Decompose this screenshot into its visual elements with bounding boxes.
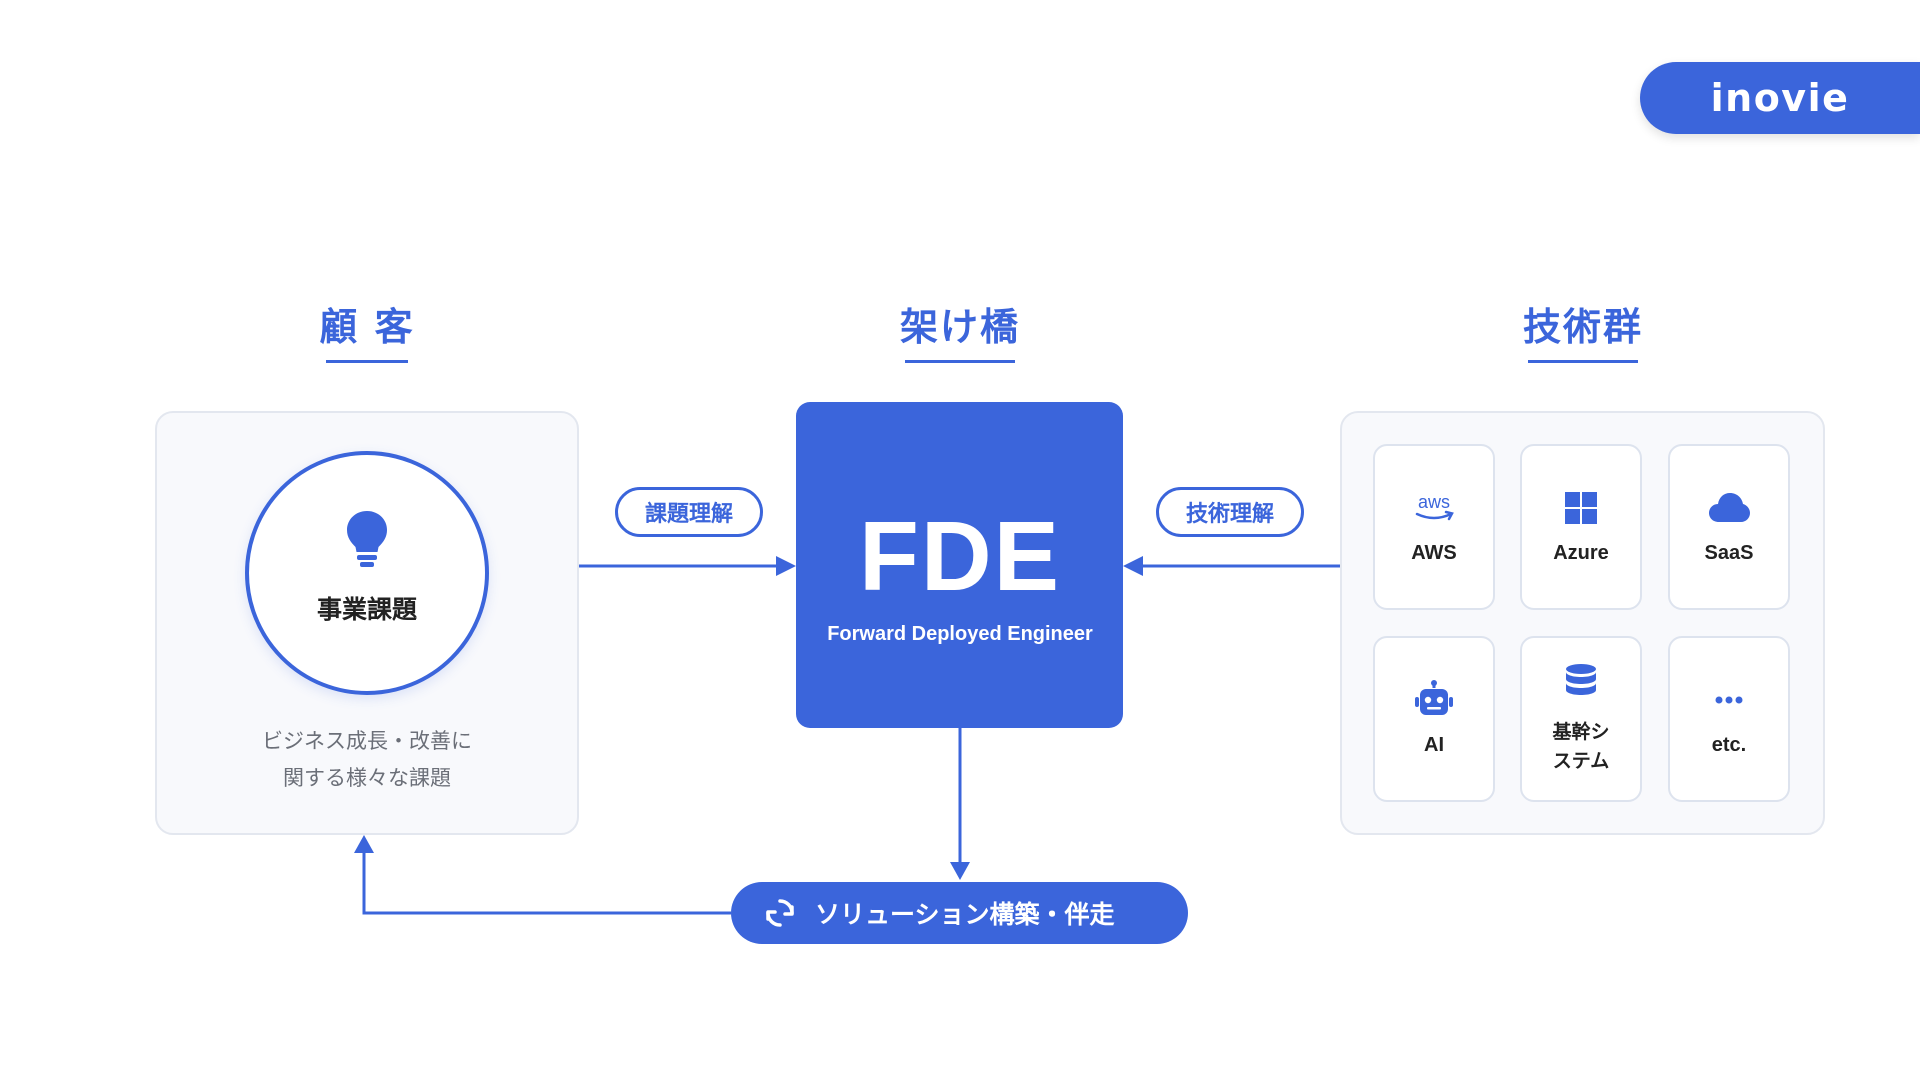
description-line-2: 関する様々な課題 xyxy=(283,766,451,790)
windows-icon xyxy=(1565,492,1597,524)
problem-understanding-pill: 課題理解 xyxy=(615,487,763,537)
ellipsis-icon xyxy=(1715,696,1743,704)
aws-icon: aws xyxy=(1415,492,1454,521)
tech-tile-label: AWS xyxy=(1411,542,1457,564)
tech-understanding-pill: 技術理解 xyxy=(1156,487,1304,537)
tech-tile-label-line-2: ステム xyxy=(1552,750,1610,772)
fde-title: FDE xyxy=(859,501,1061,611)
tech-tile-etc: etc. xyxy=(1668,636,1790,802)
customer-heading: 顧 客 xyxy=(319,305,415,349)
bridge-heading: 架け橋 xyxy=(899,305,1021,349)
inovie-logo: inovie xyxy=(1640,62,1920,134)
tech-tile-label: 基幹シ ステム xyxy=(1522,718,1640,776)
lightbulb-icon xyxy=(347,511,387,567)
tech-tile-label-line-1: 基幹シ xyxy=(1552,721,1610,743)
customer-heading-underline xyxy=(326,360,408,363)
tech-tile-label: etc. xyxy=(1711,734,1747,756)
business-issue-description: ビジネス成長・改善に 関する様々な課題 xyxy=(262,723,472,797)
tech-tile-azure: Azure xyxy=(1520,444,1642,610)
description-line-1: ビジネス成長・改善に xyxy=(262,729,472,753)
tech-tile-label: SaaS xyxy=(1704,542,1754,564)
svg-text:aws: aws xyxy=(1418,492,1450,512)
fde-box xyxy=(796,402,1123,728)
arrow-solution-to-customer xyxy=(362,848,731,915)
tech-tile-ai: AI xyxy=(1373,636,1495,802)
refresh-icon xyxy=(766,899,794,927)
business-issue-circle xyxy=(245,451,489,695)
tech-heading: 技術群 xyxy=(1522,305,1644,349)
cloud-icon xyxy=(1709,493,1750,522)
tech-tile-core-systems: 基幹シ ステム xyxy=(1520,636,1642,802)
tech-tile-label: Azure xyxy=(1553,542,1609,564)
tech-tile-aws: aws AWS xyxy=(1373,444,1495,610)
tech-heading-underline xyxy=(1528,360,1638,363)
business-issue-label: 事業課題 xyxy=(316,595,418,624)
fde-subtitle: Forward Deployed Engineer xyxy=(827,623,1093,645)
robot-icon xyxy=(1415,680,1453,715)
solution-build-pill: ソリューション構築・伴走 xyxy=(731,882,1188,944)
tech-tile-saas: SaaS xyxy=(1668,444,1790,610)
solution-build-label: ソリューション構築・伴走 xyxy=(815,900,1115,929)
bridge-heading-underline xyxy=(905,360,1015,363)
tech-tile-label: AI xyxy=(1424,734,1444,756)
database-icon xyxy=(1566,664,1596,695)
